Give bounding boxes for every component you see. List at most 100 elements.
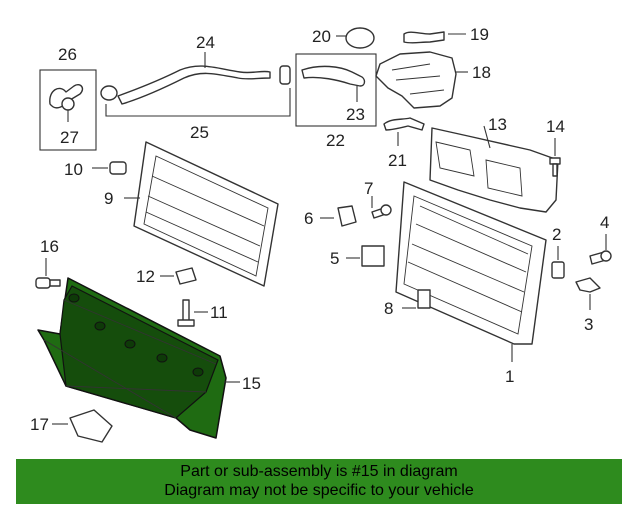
- part-21-hose-shape: [383, 117, 425, 131]
- part-11-bolt-shank: [182, 299, 190, 323]
- callout-5: 5: [330, 249, 339, 268]
- callout-1: 1: [505, 367, 514, 386]
- part-12-nut-shape: [175, 267, 197, 285]
- part-4-bolt[interactable]: [589, 234, 612, 265]
- part-20-cap-shape: [345, 27, 375, 49]
- part-11-bolt[interactable]: [177, 299, 208, 327]
- part-9-condenser[interactable]: [124, 141, 279, 287]
- part-4-bolt-head: [600, 250, 612, 262]
- callout-23: 23: [346, 105, 365, 124]
- part-3-bracket[interactable]: [575, 277, 601, 310]
- callout-4: 4: [600, 213, 609, 232]
- callout-25: 25: [190, 123, 209, 142]
- part-26-hose-shape: [49, 84, 84, 109]
- leader-13: [483, 125, 491, 149]
- callout-27: 27: [60, 128, 79, 147]
- part-8-bolt[interactable]: [402, 289, 431, 309]
- part-24-clamp-left: [100, 85, 118, 101]
- part-22-hose-shape: [301, 65, 366, 87]
- callout-13: 13: [488, 115, 507, 134]
- part-10-bushing[interactable]: [92, 161, 127, 175]
- part-13-bracket-openings: [435, 141, 523, 197]
- part-18-reservoir[interactable]: [375, 51, 468, 109]
- callout-26: 26: [58, 45, 77, 64]
- callout-22: 22: [326, 131, 345, 150]
- part-19-hose[interactable]: [403, 31, 466, 44]
- callout-11: 11: [210, 303, 228, 322]
- part-22-hose-group[interactable]: [295, 53, 377, 127]
- part-10-bushing-shape: [109, 161, 127, 175]
- banner-line-1: Part or sub-assembly is #15 in diagram: [180, 463, 458, 480]
- part-16-pin-shank: [49, 279, 61, 287]
- part-9-condenser-core: [143, 155, 269, 277]
- parts-diagram: 26 27 24 25 23 22 20 19 18 21: [30, 25, 612, 443]
- callout-16: 16: [40, 237, 59, 256]
- callout-6: 6: [304, 209, 313, 228]
- part-24-hose-shape: [117, 65, 271, 105]
- part-14-bolt-shank: [552, 163, 558, 177]
- banner-line-2: Diagram may not be specific to your vehi…: [164, 482, 474, 499]
- part-17-panel-shape: [69, 409, 113, 443]
- part-2-clip-shape: [551, 261, 565, 279]
- part-14-bolt-head: [549, 157, 561, 165]
- part-8-bolt-shape: [417, 289, 431, 309]
- part-2-clip[interactable]: [551, 246, 565, 279]
- part-15-deflector-edges: [43, 299, 217, 419]
- callout-18: 18: [472, 63, 491, 82]
- part-15-hole-2: [94, 321, 106, 331]
- part-11-bolt-head: [177, 319, 195, 327]
- part-15-hole-4: [156, 353, 168, 363]
- part-15-hole-3: [124, 339, 136, 349]
- callout-3: 3: [584, 315, 593, 334]
- part-13-bracket[interactable]: [429, 125, 559, 213]
- part-16-pin-head: [35, 277, 51, 289]
- part-1-radiator-frame: [395, 181, 547, 345]
- callout-14: 14: [546, 117, 565, 136]
- part-15-hole-5: [192, 367, 204, 377]
- callout-24: 24: [196, 33, 215, 52]
- part-12-nut[interactable]: [160, 267, 197, 285]
- callout-12: 12: [136, 267, 155, 286]
- part-9-condenser-fins: [145, 175, 265, 263]
- part-26-hose-group[interactable]: [39, 69, 97, 151]
- callout-10: 10: [64, 160, 83, 179]
- part-9-condenser-frame: [133, 141, 279, 287]
- part-7-bolt-head: [380, 204, 392, 216]
- leader-25-bracket: [105, 88, 291, 117]
- part-3-bracket-shape: [575, 277, 601, 293]
- part-21-hose[interactable]: [383, 117, 425, 146]
- part-1-radiator-core: [403, 195, 533, 335]
- part-15-hole-1: [68, 293, 80, 303]
- part-7-bolt[interactable]: [371, 196, 392, 219]
- part-1-radiator[interactable]: [395, 181, 547, 362]
- callout-9: 9: [104, 189, 113, 208]
- part-6-bracket-shape: [337, 205, 357, 227]
- part-5-bracket[interactable]: [346, 245, 385, 267]
- callout-15: 15: [242, 374, 261, 393]
- part-24-clamp-right: [279, 65, 291, 85]
- part-14-bolt[interactable]: [549, 138, 561, 177]
- callout-8: 8: [384, 299, 393, 318]
- part-5-bracket-shape: [361, 245, 385, 267]
- callout-7: 7: [364, 179, 373, 198]
- callout-17: 17: [30, 415, 49, 434]
- part-20-cap[interactable]: [336, 27, 375, 49]
- part-1-radiator-fins: [407, 205, 529, 313]
- part-15-deflector-face: [59, 285, 219, 419]
- part-16-pin[interactable]: [35, 258, 61, 289]
- part-27-clamp-shape: [61, 97, 75, 111]
- part-26-box: [39, 69, 97, 151]
- part-15-air-deflector[interactable]: [37, 277, 240, 439]
- callout-19: 19: [470, 25, 489, 44]
- part-18-reservoir-shape: [375, 51, 457, 109]
- part-24-hose[interactable]: [100, 52, 291, 117]
- callout-2: 2: [552, 225, 561, 244]
- part-18-reservoir-detail: [391, 63, 445, 95]
- part-6-bracket[interactable]: [320, 205, 357, 227]
- info-banner: Part or sub-assembly is #15 in diagram D…: [16, 459, 622, 504]
- callout-21: 21: [388, 151, 407, 170]
- part-17-panel[interactable]: [52, 409, 113, 443]
- callout-20: 20: [312, 27, 331, 46]
- part-22-box: [295, 53, 377, 127]
- part-19-hose-shape: [403, 31, 445, 44]
